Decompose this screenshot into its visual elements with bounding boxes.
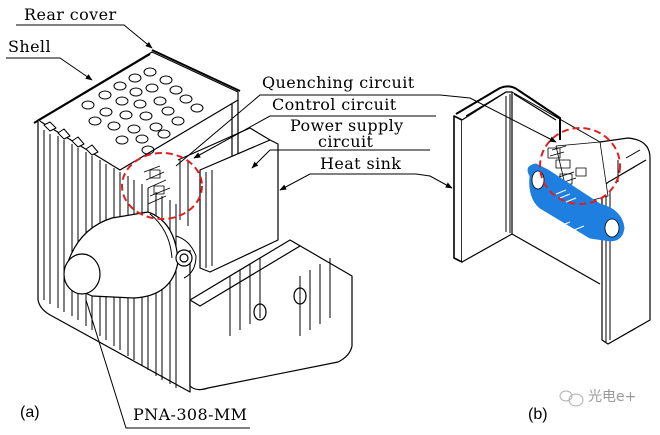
leader-heat-sink-a <box>279 173 416 191</box>
leader-rear-cover <box>16 24 153 49</box>
leader-power-supply <box>251 149 430 169</box>
detector-lens <box>63 211 197 299</box>
leader-quenching-b <box>439 94 557 143</box>
circuit-boards <box>143 165 171 205</box>
callout-quenching-circuit: Quenching circuit <box>262 73 415 92</box>
callout-power-supply-line2: circuit <box>318 132 374 151</box>
wechat-icon <box>559 390 584 407</box>
callout-heat-sink: Heat sink <box>320 154 402 173</box>
heat-sink-part <box>177 127 279 273</box>
callout-shell: Shell <box>8 37 51 56</box>
shell-right-edge <box>231 100 239 160</box>
leader-heat-sink-b <box>415 173 453 189</box>
highlight-circle-a <box>121 152 203 220</box>
panel-a-drawing <box>33 49 353 393</box>
leader-detector-model <box>85 299 250 429</box>
leader-control-circuit <box>193 115 436 159</box>
watermark-text: 光电e+ <box>588 389 637 405</box>
shell-top-face <box>33 49 241 171</box>
leader-quenching-a <box>175 94 440 167</box>
panel-label-a: (a) <box>20 404 40 421</box>
callout-power-supply-line1: Power supply <box>290 116 404 135</box>
base-housing <box>189 239 353 391</box>
callout-rear-cover: Rear cover <box>24 5 117 24</box>
vent-holes <box>81 67 204 155</box>
panel-label-b: (b) <box>528 406 548 423</box>
callout-control-circuit: Control circuit <box>272 95 397 114</box>
highlight-circle-b <box>539 127 621 205</box>
pcb-board <box>527 163 625 242</box>
callout-leaders <box>6 24 557 429</box>
callout-detector-model: PNA-308-MM <box>133 405 248 424</box>
leader-shell <box>6 57 93 81</box>
